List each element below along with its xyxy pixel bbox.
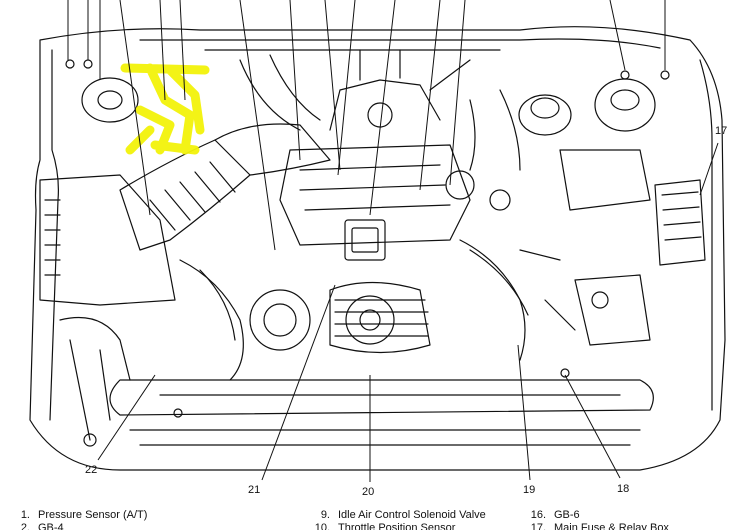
intake-manifold [279, 144, 471, 246]
throttle-body [344, 219, 386, 261]
legend-item: 2. GB-4 [6, 522, 64, 530]
coolant-tank [594, 78, 656, 132]
callout-18: 18 [617, 483, 629, 495]
legend-text: Pressure Sensor (A/T) [38, 509, 148, 521]
engine-bay-outline [29, 26, 726, 471]
reservoir-left [81, 77, 139, 123]
legend-text: Main Fuse & Relay Box [554, 522, 669, 530]
crossmember [109, 379, 654, 416]
legend-number: 16. [530, 509, 546, 521]
legend-number: 2. [20, 522, 30, 530]
legend-text: Throttle Position Sensor [338, 522, 456, 530]
legend-text: GB-4 [38, 522, 64, 530]
callout-20: 20 [362, 486, 374, 498]
battery [39, 174, 176, 306]
legend-text: GB-6 [554, 509, 580, 521]
main-fuse-relay-box [654, 179, 706, 266]
legend-number: 9. [320, 509, 330, 521]
parts-legend: 1. Pressure Sensor (A/T) 2. GB-4 9. Idle Ai… [0, 507, 731, 530]
highlighted-wiring-harness [120, 63, 210, 155]
callout-21: 21 [248, 484, 260, 496]
reservoir-right [518, 94, 572, 136]
legend-item: 1. Pressure Sensor (A/T) [6, 509, 148, 522]
callout-17: 17 [715, 125, 727, 137]
alternator [345, 295, 395, 345]
legend-item: 16. GB-6 [516, 509, 580, 522]
callout-19: 19 [523, 484, 535, 496]
legend-item: 17. Main Fuse & Relay Box [516, 522, 669, 530]
callout-22: 22 [85, 464, 97, 476]
legend-number: 1. [20, 509, 30, 521]
legend-item: 10. Throttle Position Sensor [300, 522, 456, 530]
legend-item: 9. Idle Air Control Solenoid Valve [300, 509, 486, 522]
legend-number: 10. [314, 522, 330, 530]
legend-text: Idle Air Control Solenoid Valve [338, 509, 486, 521]
legend-number: 17. [530, 522, 546, 530]
crank-pulley [249, 289, 311, 351]
air-intake-duct [119, 139, 251, 251]
